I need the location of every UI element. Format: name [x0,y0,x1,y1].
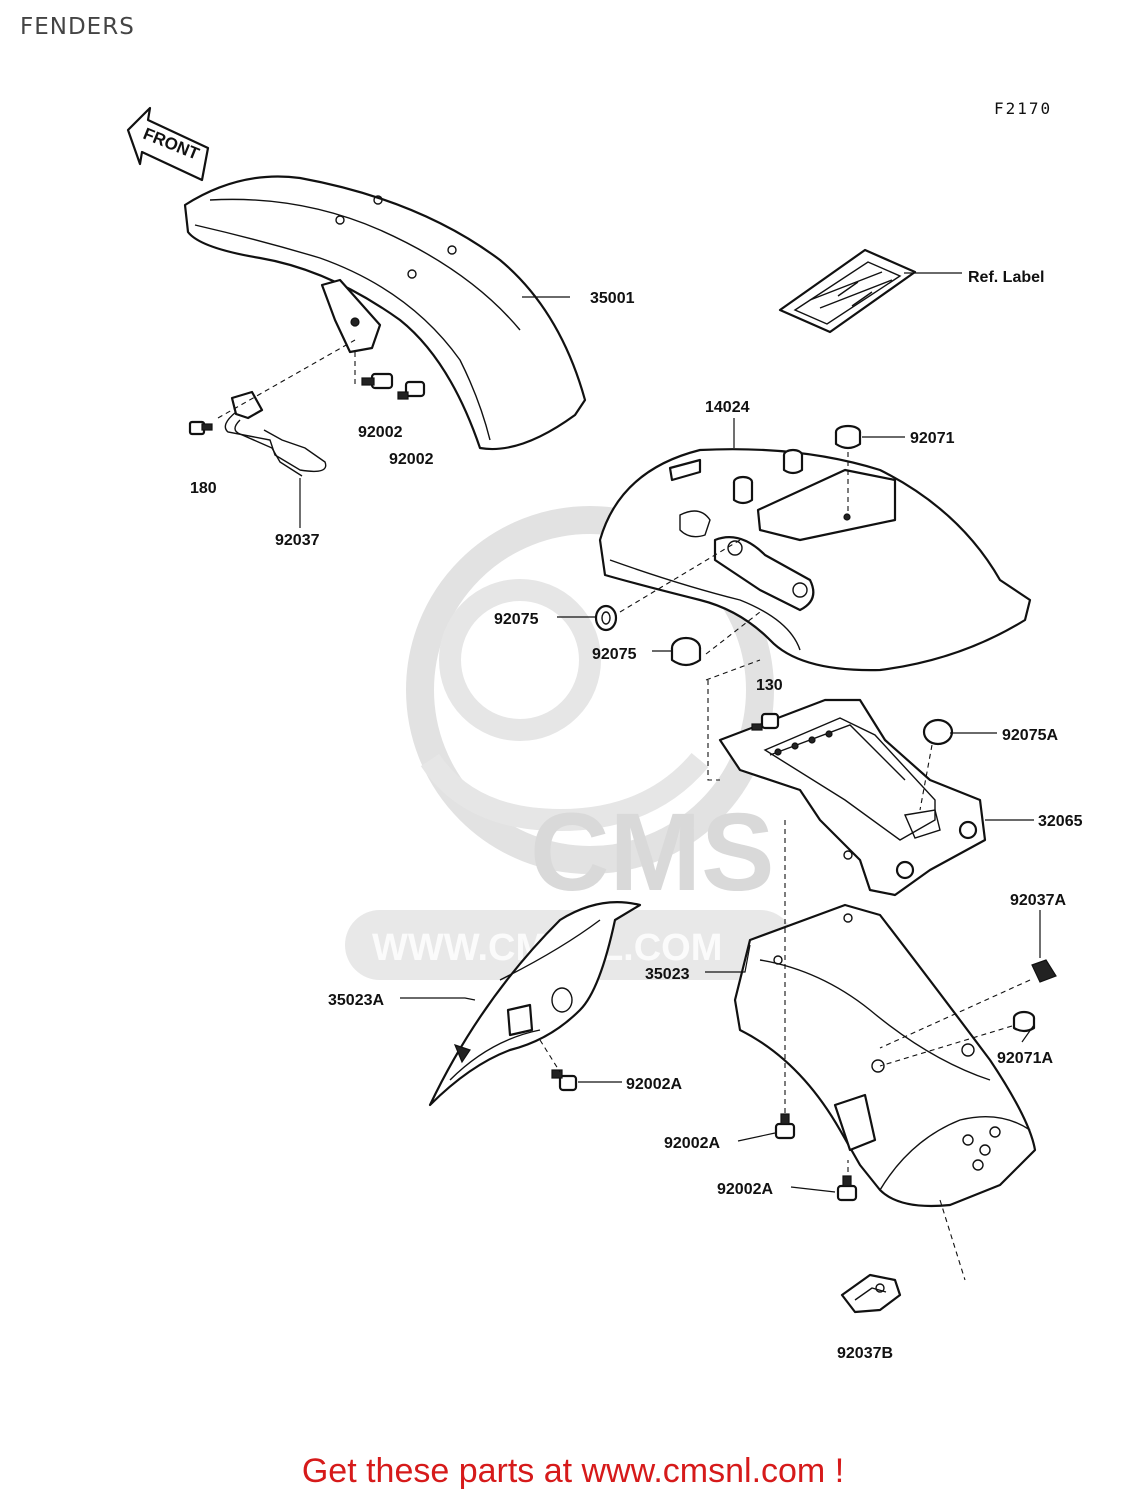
rear-fender-rear-part [733,903,1037,1208]
ref-label-sticker-icon [778,248,917,334]
label-damper-top: 92071 [910,430,955,447]
front-fender-bolt-a-icon [361,372,394,390]
bracket-cap-icon [922,718,954,746]
label-rear-bolt-b: 92002A [717,1181,773,1198]
brake-hose-bolt-icon [188,420,213,436]
page-title: FENDERS [20,14,135,40]
label-rear-bolt-a: 92002A [664,1135,720,1152]
figure-code: F2170 [994,99,1052,118]
label-side-cover-bolt: 92002A [626,1076,682,1093]
rear-fender-front-part [598,448,1032,672]
label-side-cover: 35023A [328,992,384,1009]
damper-a-icon [594,604,618,632]
label-front-fender-bolt-b: 92002 [389,451,434,468]
clamp-a-icon [1031,959,1057,983]
label-front-fender-bolt-a: 92002 [358,424,403,441]
label-ref-label: Ref. Label [968,269,1044,286]
watermark-logo-text: CMS [530,791,774,914]
label-brake-hose-clamp: 92037 [275,532,320,549]
brake-hose-clamp-icon [224,390,327,477]
fender-bracket-part [718,698,987,897]
rear-bolt-a-icon [774,1113,796,1140]
clamp-b-icon [840,1273,902,1314]
side-cover-bolt-icon [551,1069,578,1092]
front-fender-part [183,175,587,451]
label-fender-bracket: 32065 [1038,813,1083,830]
damper-top-icon [834,424,862,450]
label-damper-lower: 92071A [997,1050,1053,1067]
promo-link[interactable]: Get these parts at www.cmsnl.com ! [301,1452,845,1490]
label-damper-b: 92075 [592,646,637,663]
damper-b-icon [670,636,702,667]
label-bracket-bolt: 130 [756,677,783,694]
side-cover-part [428,901,642,1107]
rear-bolt-b-icon [836,1175,858,1202]
front-fender-bolt-b-icon [397,380,426,400]
label-clamp-b: 92037B [837,1345,893,1362]
label-rear-fender-rear: 35023 [645,966,690,983]
label-damper-a: 92075 [494,611,539,628]
label-brake-hose-bolt: 180 [190,480,217,497]
damper-lower-icon [1012,1010,1036,1033]
label-clamp-a: 92037A [1010,892,1066,909]
label-rear-fender-front: 14024 [705,399,750,416]
label-bracket-cap: 92075A [1002,727,1058,744]
label-front-fender: 35001 [590,290,635,307]
front-arrow-icon: FRONT [126,106,210,182]
bracket-bolt-icon [751,712,780,731]
